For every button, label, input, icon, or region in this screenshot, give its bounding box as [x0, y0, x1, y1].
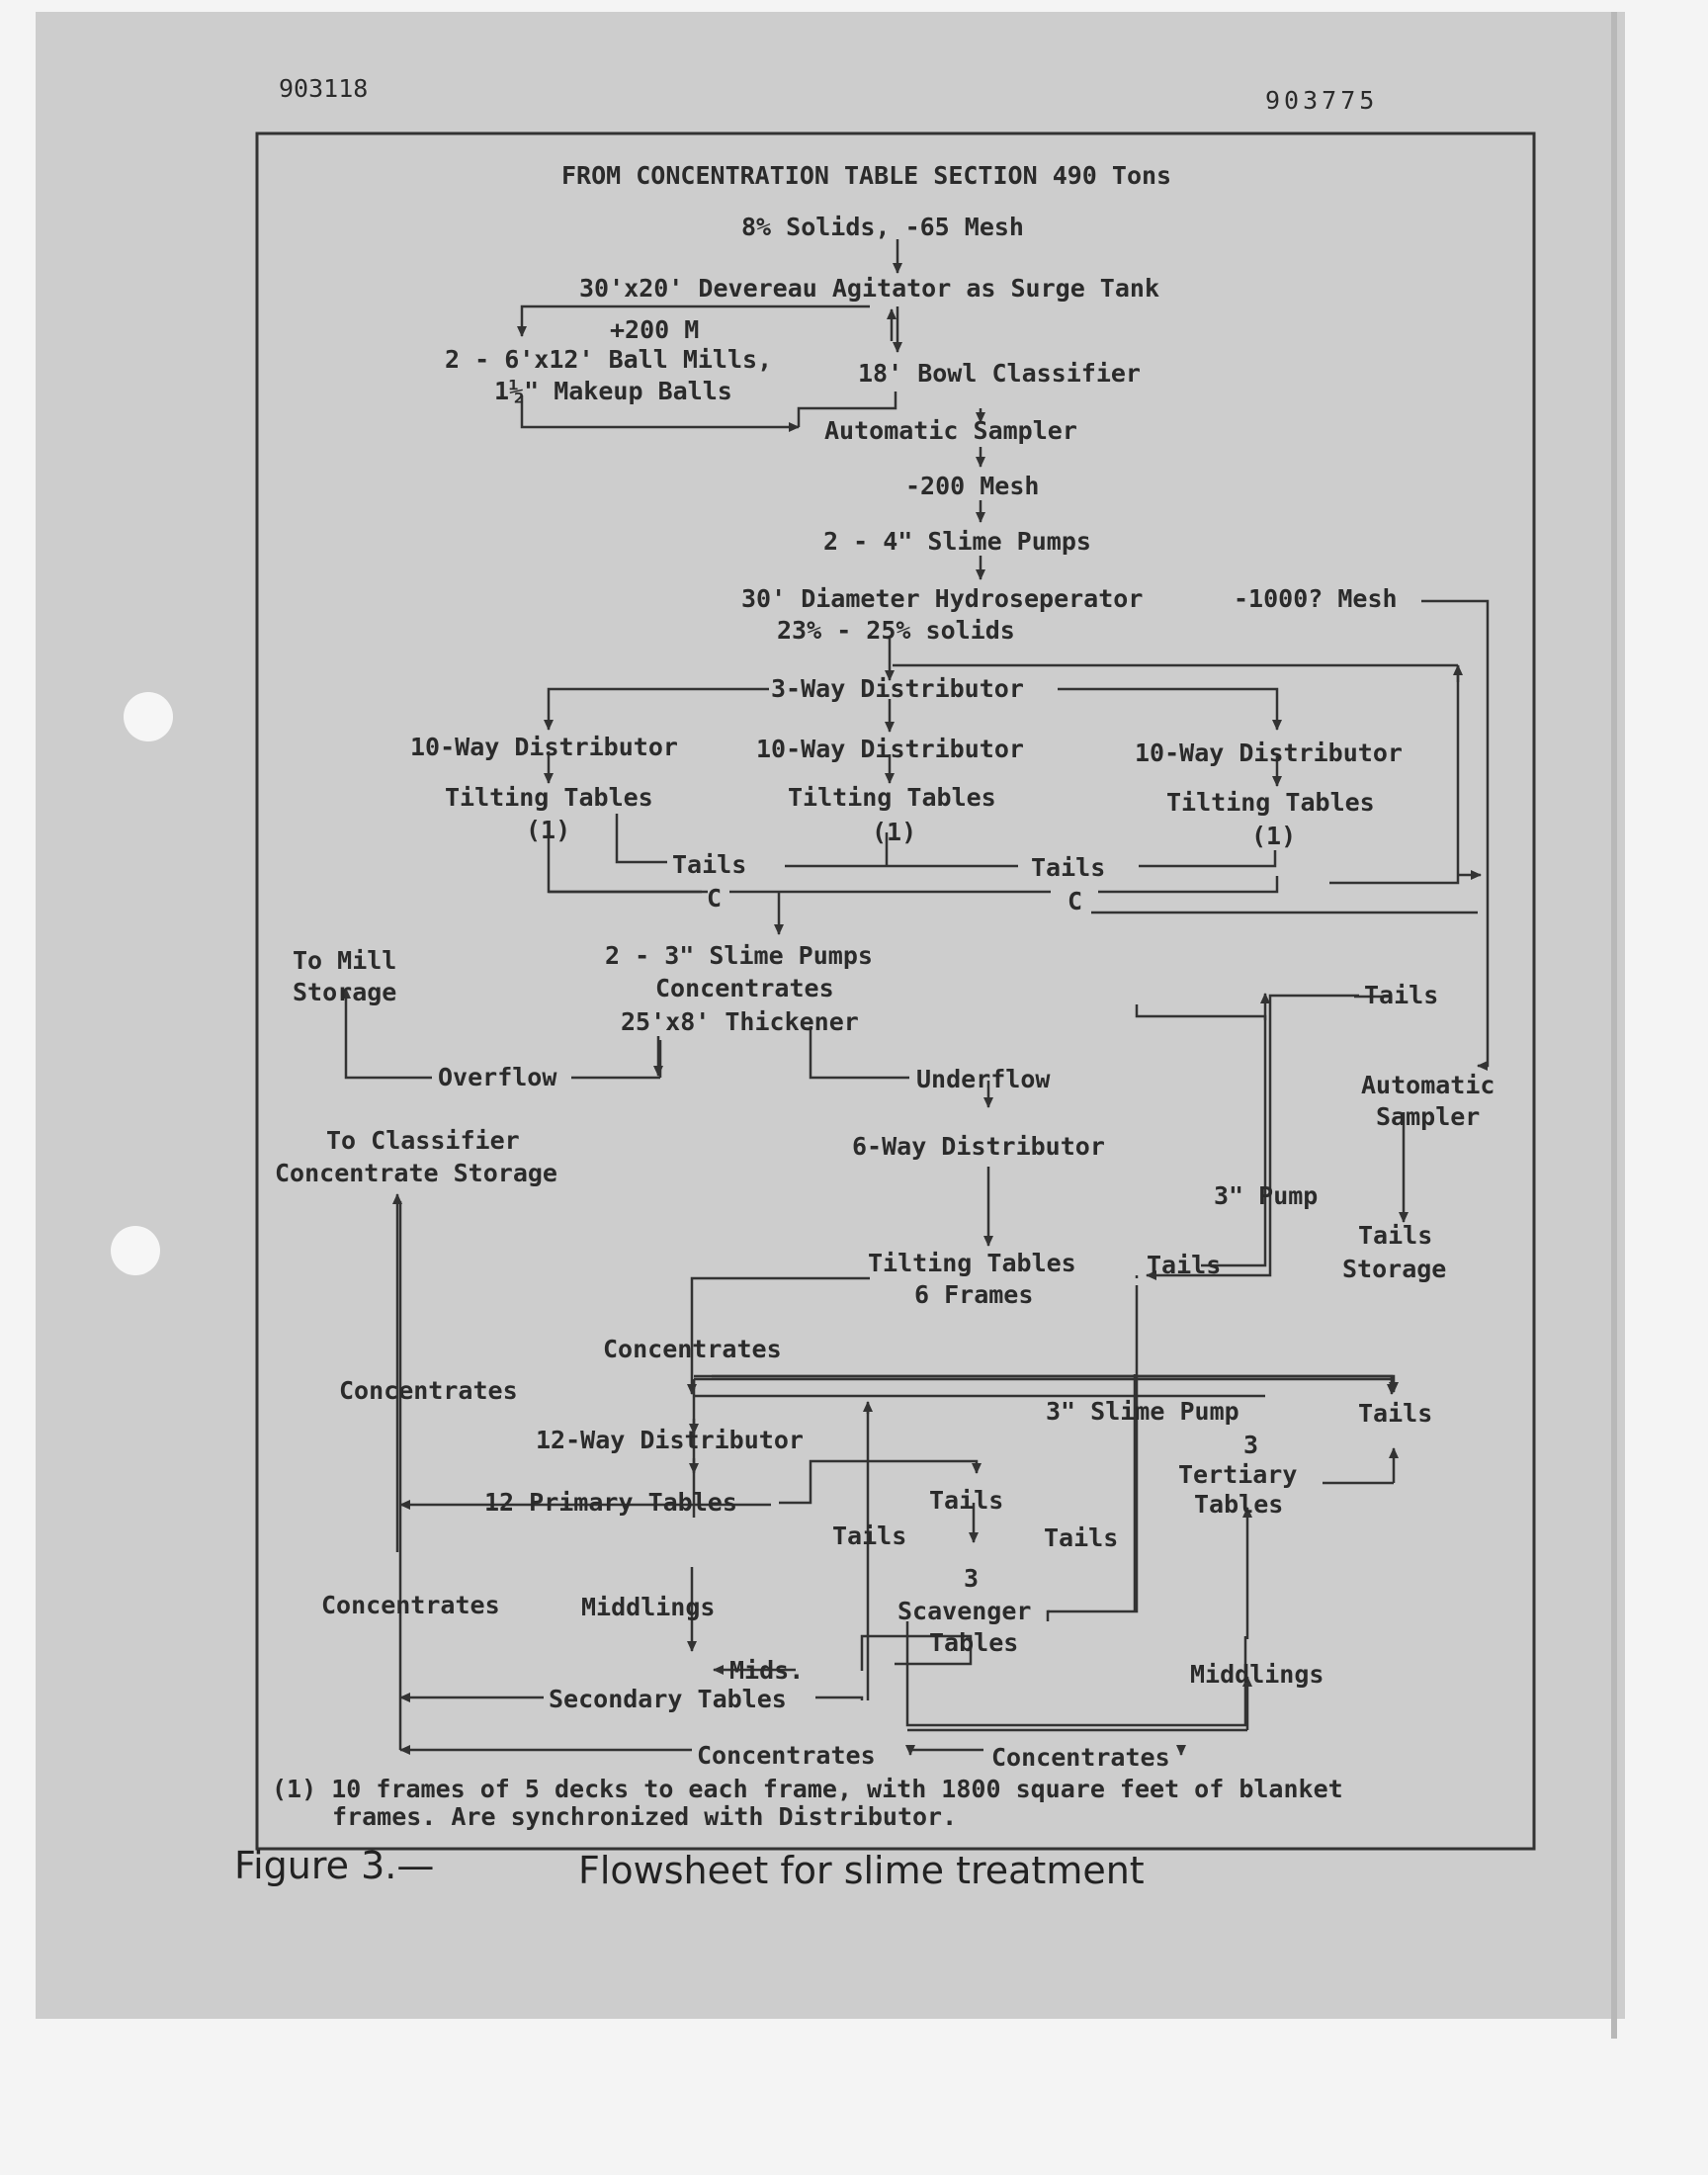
label-tails-3: Tails [1364, 981, 1438, 1009]
label-solids-range: 23% - 25% solids [777, 616, 1015, 645]
header-solids: 8% Solids, -65 Mesh [741, 213, 1024, 241]
node-slime-pumps-4: 2 - 4" Slime Pumps [823, 527, 1091, 556]
node-slime-pumps-3: 2 - 3" Slime Pumps [605, 941, 873, 970]
label-middlings-2: Middlings [1190, 1660, 1324, 1689]
node-makeup-balls: 1½" Makeup Balls [494, 377, 732, 405]
note-ref-3: (1) [1251, 822, 1296, 850]
node-tilting-tables-6: Tilting Tables [868, 1249, 1076, 1277]
label-tails-storage-2: Storage [1342, 1255, 1446, 1283]
label-underflow: Underflow [916, 1065, 1051, 1093]
node-3in-slime-pump: 3" Slime Pump [1046, 1397, 1239, 1426]
figure-caption: Figure 3.— Flowsheet for slime treatment [234, 1844, 1145, 1892]
node-ball-mills: 2 - 6'x12' Ball Mills, [445, 345, 772, 374]
label-plus200: +200 M [610, 315, 699, 344]
mirrored-doc-number: 903118 [279, 74, 368, 103]
label-mids: Mids. [729, 1656, 804, 1685]
label-scavenger-count: 3 [964, 1564, 979, 1593]
label-c-2: C [1068, 887, 1082, 915]
footnote-line-2: frames. Are synchronized with Distributo… [332, 1802, 957, 1831]
label-concentrates-3: Concentrates [321, 1591, 500, 1619]
figure-label: Figure 3.— [234, 1844, 434, 1887]
punch-hole-lower [111, 1226, 160, 1275]
diagram-frame [255, 131, 1536, 1851]
node-12way-distributor: 12-Way Distributor [536, 1426, 804, 1454]
flowsheet-labels: FROM CONCENTRATION TABLE SECTION 490 Ton… [272, 161, 1494, 1831]
label-minus1000: -1000? Mesh [1234, 584, 1398, 613]
node-6way-distributor: 6-Way Distributor [852, 1132, 1105, 1161]
document-number: 903775 [1265, 86, 1378, 115]
label-tails-storage: Tails [1358, 1221, 1432, 1250]
label-tails-2: Tails [1031, 853, 1105, 882]
flow-connectors [341, 239, 1490, 1756]
punch-hole-upper [124, 692, 173, 741]
label-scavenger-tables: Tables [929, 1628, 1018, 1657]
document-sheet [36, 12, 1625, 2019]
label-middlings-1: Middlings [581, 1593, 715, 1621]
label-concentrates-1: Concentrates [603, 1335, 782, 1363]
label-tertiary-tables: Tables [1194, 1490, 1283, 1519]
label-tails-6: Tails [929, 1486, 1003, 1515]
node-bowl-classifier: 18' Bowl Classifier [858, 359, 1141, 388]
footnote-line-1: (1) 10 frames of 5 decks to each frame, … [272, 1775, 1343, 1803]
node-3in-pump: 3" Pump [1214, 1181, 1318, 1210]
node-tertiary: Tertiary [1178, 1460, 1297, 1489]
node-automatic-sampler-2: Automatic [1361, 1071, 1494, 1099]
header-source: FROM CONCENTRATION TABLE SECTION 490 Ton… [561, 161, 1171, 190]
label-concentrates-5: Concentrates [991, 1743, 1170, 1772]
label-6-frames: 6 Frames [914, 1280, 1033, 1309]
node-thickener: 25'x8' Thickener [621, 1007, 859, 1036]
label-pump-concentrates: Concentrates [655, 974, 834, 1002]
node-3way-distributor: 3-Way Distributor [771, 674, 1024, 703]
note-ref-2: (1) [872, 818, 916, 846]
node-agitator: 30'x20' Devereau Agitator as Surge Tank [579, 274, 1159, 303]
label-concentrates-4: Concentrates [697, 1741, 876, 1770]
label-overflow: Overflow [438, 1063, 557, 1091]
label-sampler-2: Sampler [1376, 1102, 1480, 1131]
node-10way-distributor-3: 10-Way Distributor [1135, 739, 1403, 767]
label-to-mill: To Mill [293, 946, 396, 975]
label-minus200: -200 Mesh [905, 472, 1039, 500]
node-tilting-tables-3: Tilting Tables [1166, 788, 1375, 817]
label-concentrate-storage: Concentrate Storage [275, 1159, 557, 1187]
figure-title: Flowsheet for slime treatment [578, 1849, 1145, 1892]
label-tails-4: Tails [1147, 1251, 1221, 1279]
label-tails-1: Tails [672, 850, 746, 879]
label-tertiary-count: 3 [1243, 1431, 1258, 1459]
node-10way-distributor-2: 10-Way Distributor [756, 735, 1024, 763]
label-c-1: C [707, 884, 722, 913]
label-tails-7: Tails [832, 1522, 906, 1550]
node-tilting-tables-2: Tilting Tables [788, 783, 996, 812]
node-12-primary-tables: 12 Primary Tables [484, 1488, 737, 1517]
node-automatic-sampler: Automatic Sampler [824, 416, 1077, 445]
label-tails-5: Tails [1358, 1399, 1432, 1428]
node-hydroseperator: 30' Diameter Hydroseperator [741, 584, 1143, 613]
sheet-edge-shadow [1611, 12, 1617, 2039]
node-tilting-tables-1: Tilting Tables [445, 783, 653, 812]
node-10way-distributor-1: 10-Way Distributor [410, 733, 678, 761]
label-concentrates-2: Concentrates [339, 1376, 518, 1405]
label-mill-storage: Storage [293, 978, 396, 1006]
note-ref-1: (1) [526, 816, 570, 844]
node-scavenger: Scavenger [897, 1597, 1031, 1625]
label-to-classifier: To Classifier [326, 1126, 520, 1155]
label-tails-8: Tails [1044, 1523, 1118, 1552]
node-secondary-tables: Secondary Tables [549, 1685, 787, 1713]
